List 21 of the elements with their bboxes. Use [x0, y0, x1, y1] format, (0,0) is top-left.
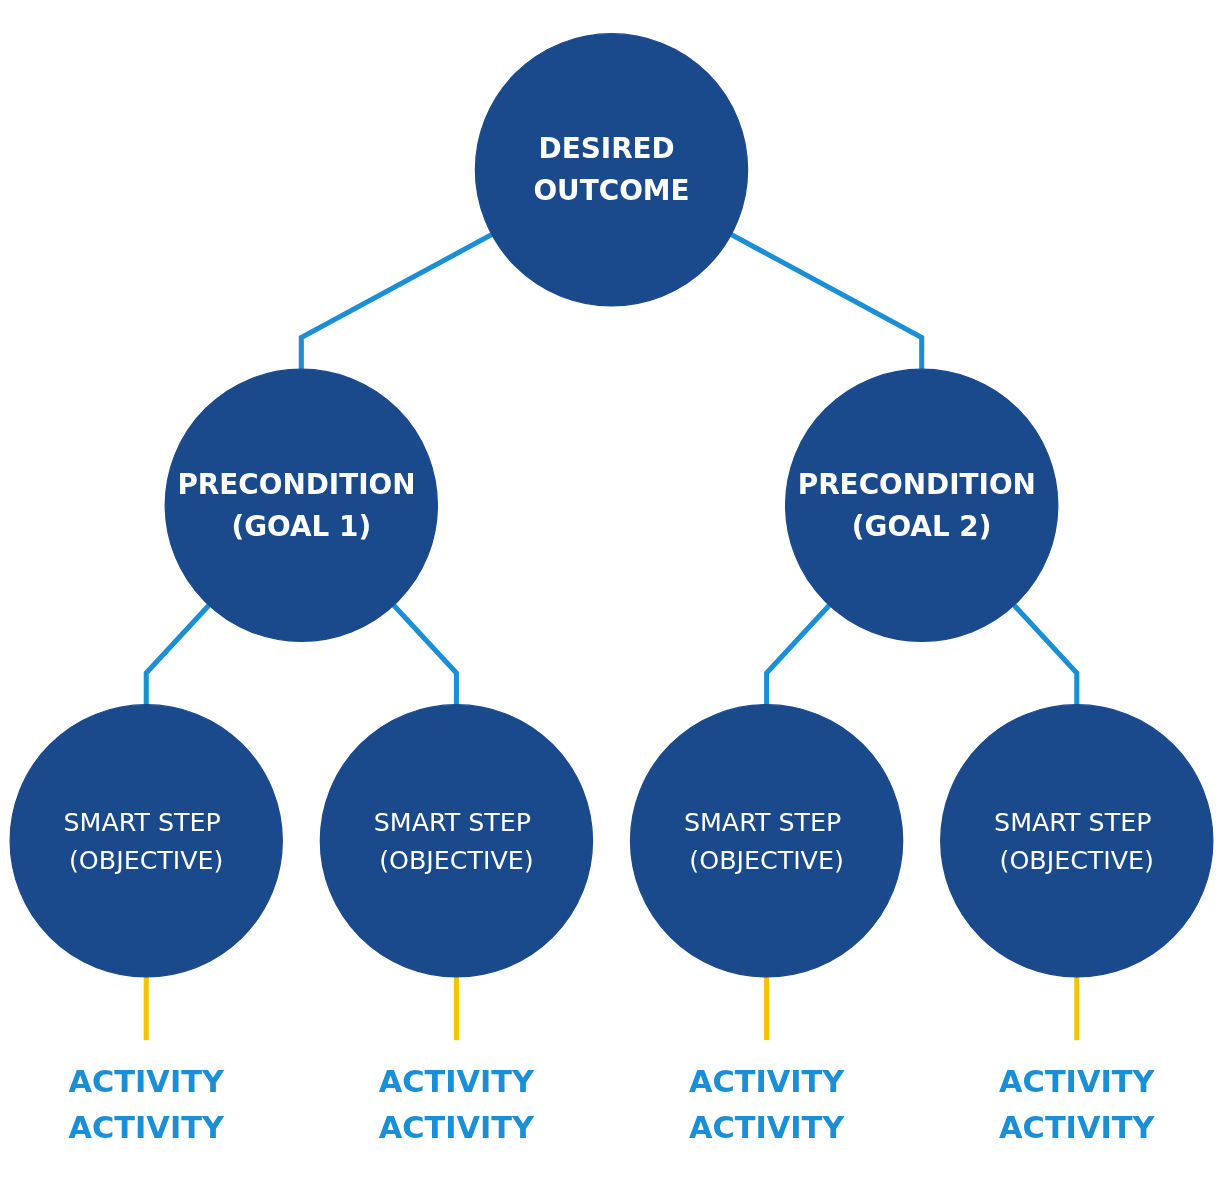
node-circle: SMART STEP (OBJECTIVE)	[629, 704, 904, 978]
node-circle: SMART STEP (OBJECTIVE)	[9, 704, 283, 978]
node-text: ACTIVITY ACTIVITY	[688, 1064, 845, 1146]
node-circle: PRECONDITION (GOAL 1)	[164, 368, 439, 642]
connector	[143, 976, 149, 1041]
connector	[143, 603, 211, 705]
connector	[730, 232, 925, 370]
node-circle: DESIRED OUTCOME	[474, 33, 749, 307]
node-text: ACTIVITY ACTIVITY	[999, 1064, 1155, 1146]
connector	[391, 603, 459, 705]
connector	[298, 232, 493, 370]
node-circle: PRECONDITION (GOAL 2)	[784, 368, 1059, 642]
connector	[1012, 603, 1080, 705]
connector	[1074, 976, 1080, 1041]
node-circle: SMART STEP (OBJECTIVE)	[319, 704, 594, 978]
node-circle: SMART STEP (OBJECTIVE)	[940, 704, 1214, 978]
node-text: ACTIVITY ACTIVITY	[68, 1064, 224, 1146]
connector	[453, 976, 459, 1041]
connector	[764, 976, 770, 1041]
node-text: ACTIVITY ACTIVITY	[378, 1064, 535, 1146]
connector	[764, 603, 832, 705]
